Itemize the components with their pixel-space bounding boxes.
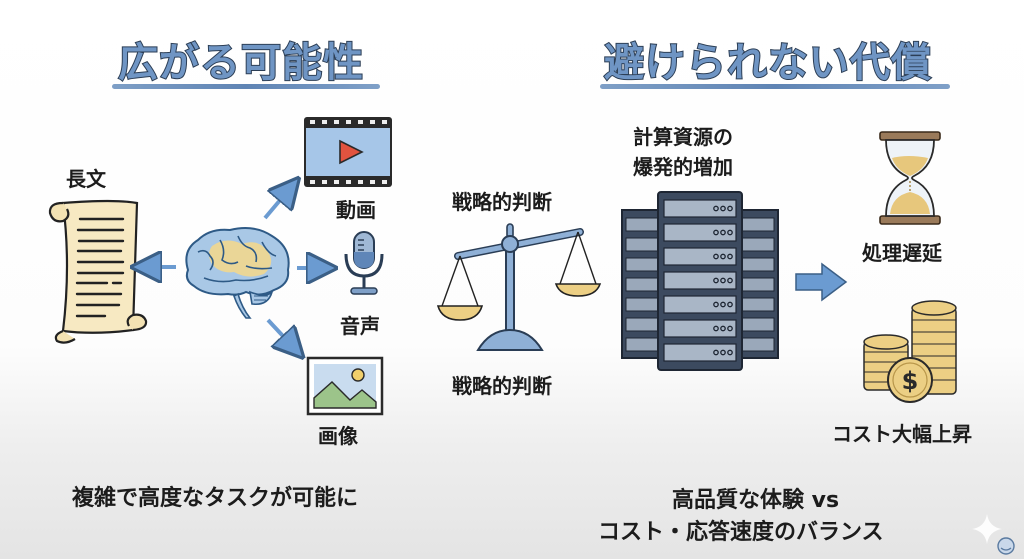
- arrow-to-video: [263, 186, 292, 220]
- arrow-to-image: [266, 318, 296, 350]
- compute-label-line2: 爆発的増加: [633, 155, 733, 179]
- scroll-icon: [48, 199, 148, 344]
- right-section-title: 避けられない代償: [603, 39, 932, 87]
- balance-scale-icon: [436, 223, 602, 351]
- left-caption: 複雑で高度なタスクが可能に: [72, 486, 359, 511]
- watermark-badge-icon: [997, 537, 1015, 555]
- right-arrow-icon: [795, 262, 848, 302]
- microphone-icon: [344, 231, 384, 295]
- server-rack-icon: [621, 191, 779, 371]
- strategic-judgment-top-label: 戦略的判断: [452, 190, 552, 214]
- left-section-title: 広がる可能性: [117, 39, 364, 87]
- strategic-judgment-bottom-label: 戦略的判断: [452, 374, 552, 398]
- right-title-underline: [600, 84, 950, 89]
- right-caption-line1: 高品質な体験 vs: [672, 488, 840, 513]
- image-icon: [306, 356, 384, 416]
- cost-label: コスト大幅上昇: [832, 422, 972, 446]
- image-label: 画像: [318, 424, 358, 448]
- right-caption-line2: コスト・応答速度のバランス: [598, 520, 884, 545]
- compute-label-line1: 計算資源の: [633, 125, 733, 149]
- left-title-underline: [112, 84, 380, 89]
- sparkle-icon: [972, 514, 1002, 544]
- long-text-label: 長文: [66, 167, 106, 191]
- audio-label: 音声: [340, 314, 380, 338]
- hourglass-icon: [879, 131, 941, 225]
- video-label: 動画: [336, 198, 376, 222]
- brain-icon: [185, 227, 290, 319]
- svg-text:$: $: [902, 367, 919, 395]
- coin-stack-icon: $: [863, 300, 957, 403]
- latency-label: 処理遅延: [862, 241, 942, 265]
- video-player-icon: [304, 117, 392, 187]
